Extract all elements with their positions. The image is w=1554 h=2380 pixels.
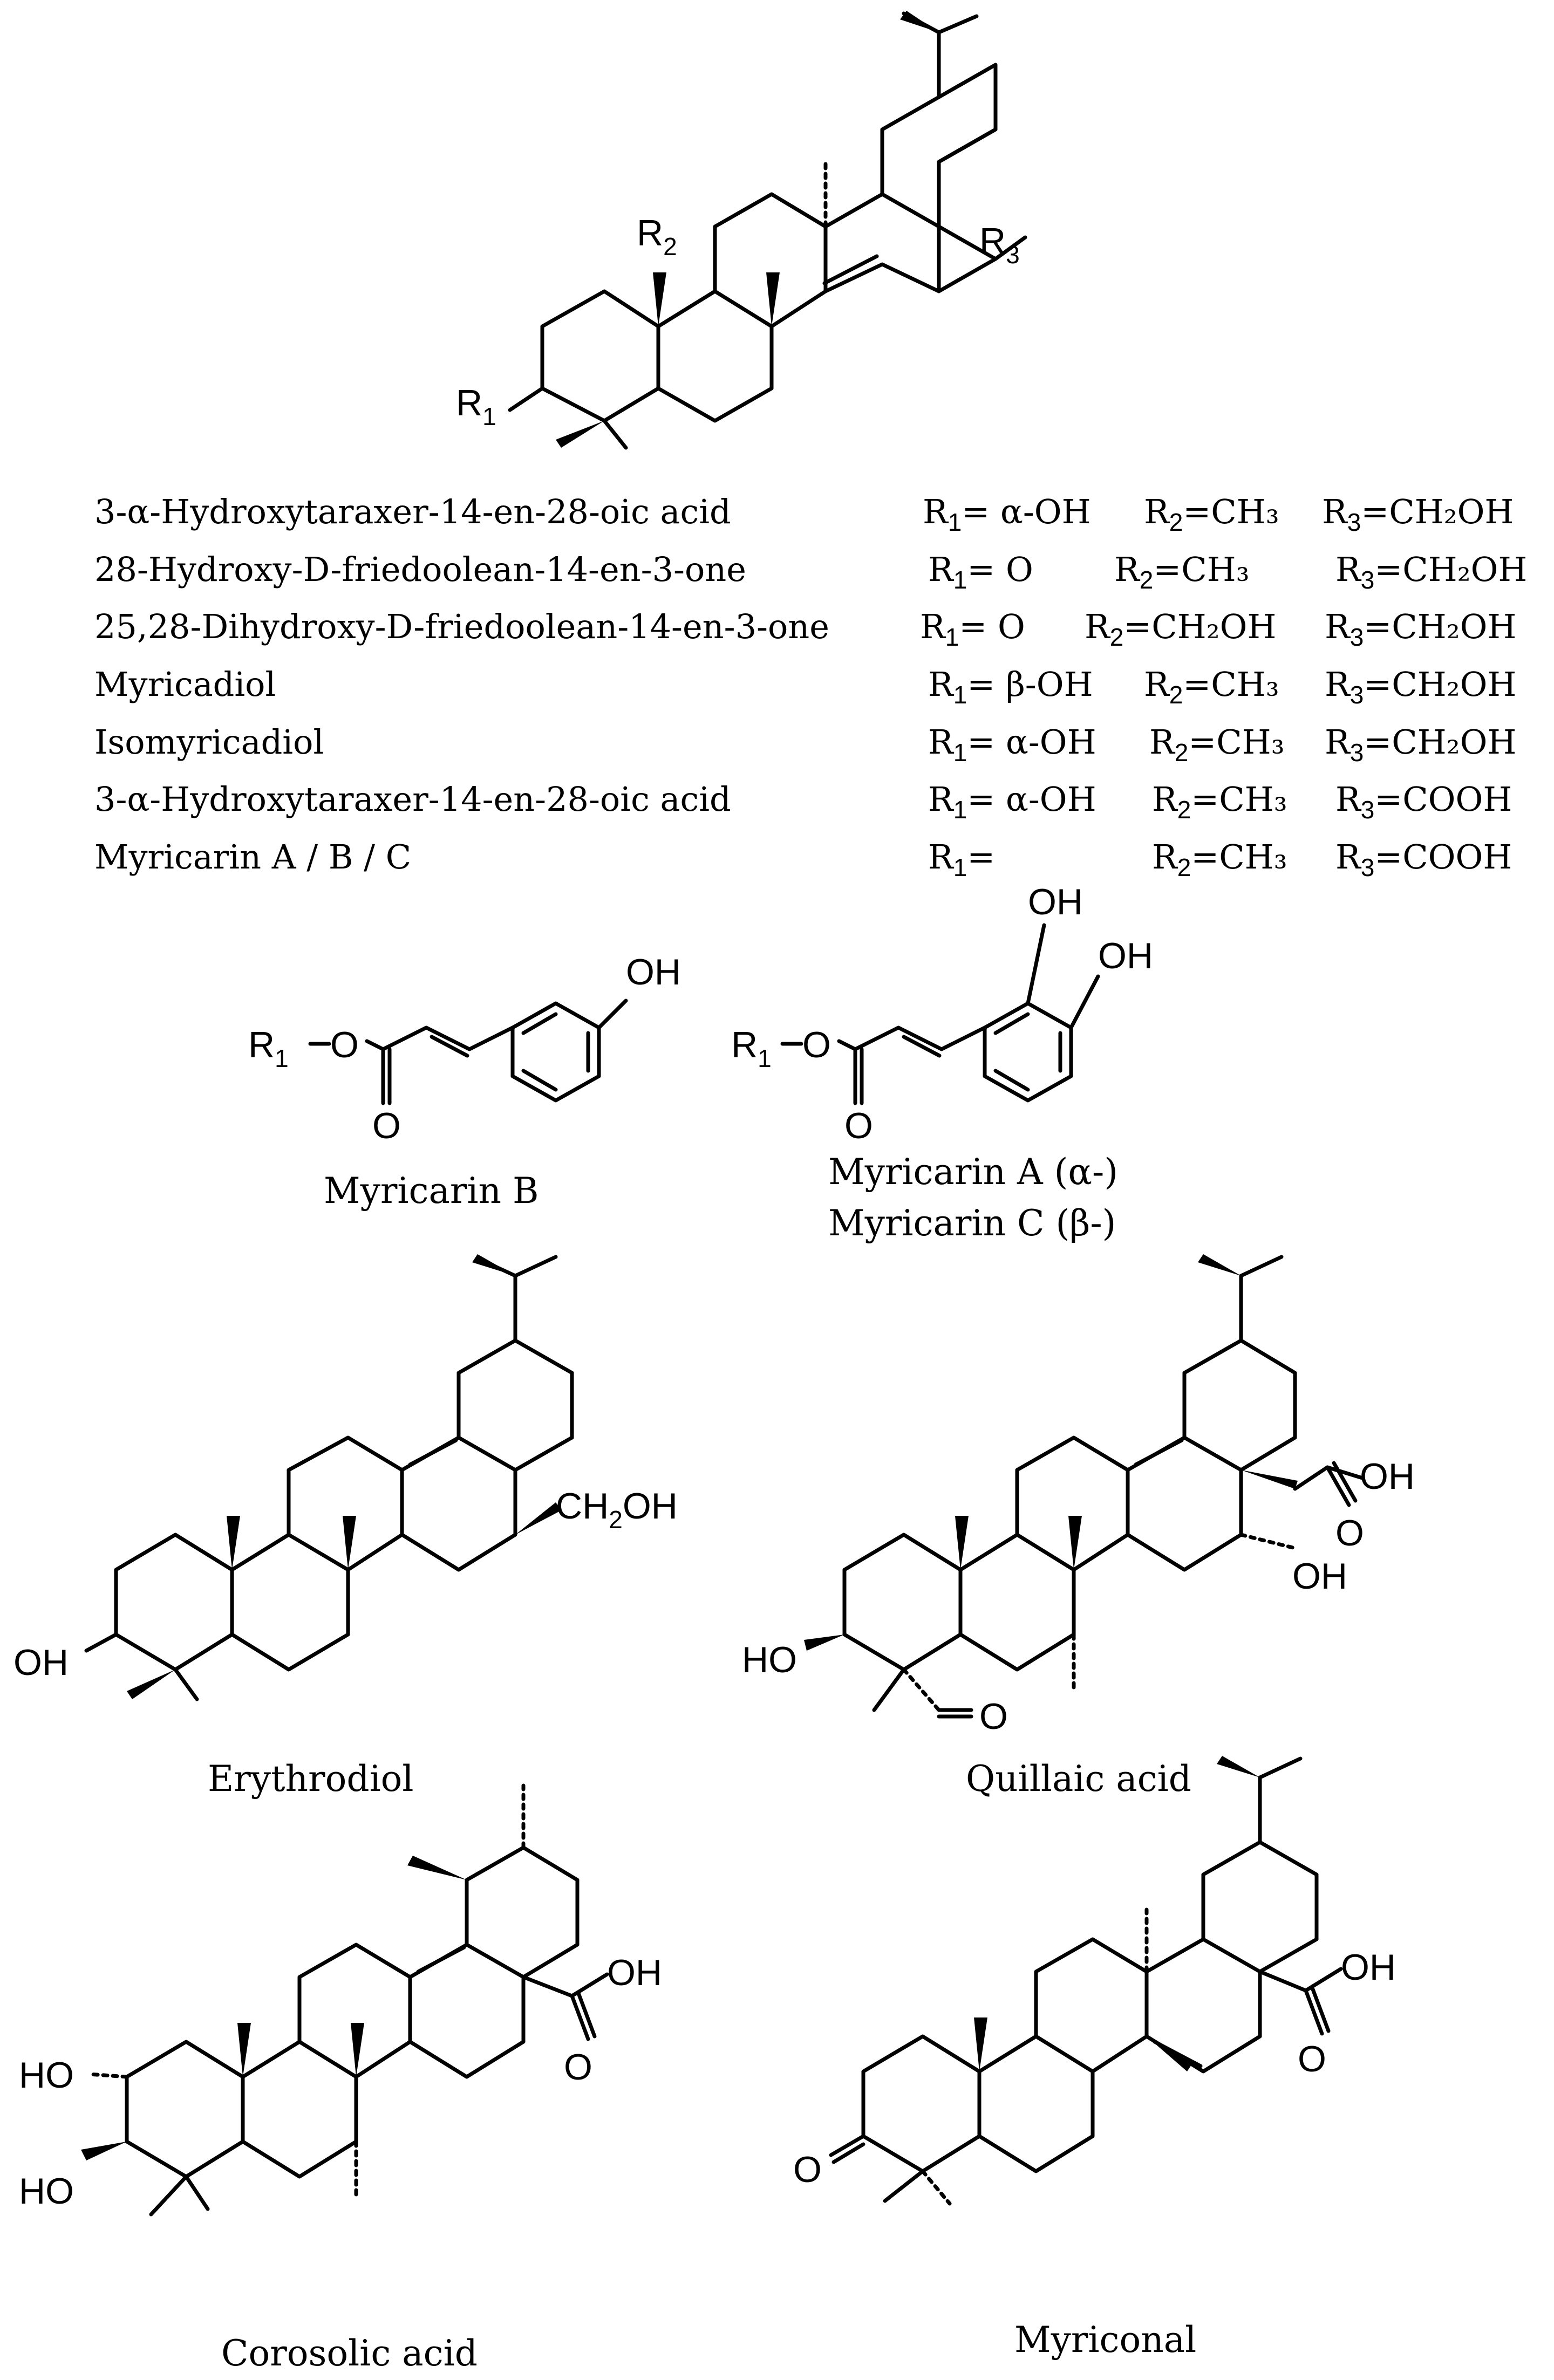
myricarin-b-r1-label: R1 — [248, 1024, 289, 1072]
r2-value: R2=CH₃ — [1149, 722, 1285, 767]
r2-value: R2=CH₂OH — [1085, 607, 1277, 651]
table-row: 3-α-Hydroxytaraxer-14-en-28-oic acid R1=… — [94, 492, 1514, 536]
myricarin-ac-r1-label: R1 — [731, 1024, 772, 1072]
compound-name: 25,28-Dihydroxy-D-friedoolean-14-en-3-on… — [94, 607, 829, 646]
caption-myriconal: Myriconal — [1014, 2319, 1196, 2361]
erythrodiol-ch2oh: CH2OH — [556, 1486, 678, 1534]
r1-value: R1= α-OH — [923, 492, 1091, 536]
compound-name: 28-Hydroxy-D-friedoolean-14-en-3-one — [94, 550, 746, 589]
table-row: 25,28-Dihydroxy-D-friedoolean-14-en-3-on… — [94, 607, 1517, 651]
r2-value: R2=CH₃ — [1152, 837, 1287, 881]
r1-label: R1 — [456, 382, 496, 430]
quillaic-cooh-oh: OH — [1360, 1456, 1415, 1497]
myricarin-b-ester-o: O — [330, 1024, 359, 1065]
table-row: Myricarin A / B / C R1= R2=CH₃ R3=COOH — [94, 837, 1512, 881]
myricarin-ac-oh-4: OH — [1098, 935, 1153, 976]
quillaic-c16-oh: OH — [1292, 1556, 1347, 1597]
table-row: Myricadiol R1= β-OH R2=CH₃ R3=CH₂OH — [94, 665, 1517, 709]
corosolic-cooh-oh: OH — [607, 1952, 662, 1993]
substituent-table: 3-α-Hydroxytaraxer-14-en-28-oic acid R1=… — [94, 492, 1528, 881]
r2-value: R2=CH₃ — [1114, 550, 1250, 594]
r3-label: R3 — [979, 221, 1020, 269]
myriconal-structure — [829, 1756, 1343, 2206]
r1-value: R1= α-OH — [928, 779, 1096, 824]
corosolic-acid-structure — [81, 1783, 609, 2217]
compound-name: Isomyricadiol — [94, 722, 324, 762]
myricarin-ac-ester-o: O — [802, 1024, 831, 1065]
table-row: Isomyricadiol R1= α-OH R2=CH₃ R3=CH₂OH — [94, 722, 1517, 767]
corosolic-ho-2: HO — [19, 2055, 74, 2096]
quillaic-cooh-o: O — [1335, 1513, 1364, 1554]
r3-value: R3=CH₂OH — [1325, 722, 1517, 767]
r3-value: R3=CH₂OH — [1325, 665, 1517, 709]
caption-myricarin-a: Myricarin A (α-) — [828, 1151, 1118, 1193]
myriconal-cooh-oh: OH — [1341, 1947, 1396, 1988]
myricarin-ac-oh-3: OH — [1028, 881, 1083, 922]
erythrodiol-structure — [84, 1254, 574, 1701]
generic-scaffold-structure — [508, 11, 1027, 450]
myricarin-ac-carbonyl-o: O — [844, 1105, 873, 1146]
r1-value: R1= O — [920, 607, 1025, 651]
r2-value: R2=CH₃ — [1152, 779, 1287, 824]
compound-name: 3-α-Hydroxytaraxer-14-en-28-oic acid — [94, 492, 731, 531]
caption-corosolic: Corosolic acid — [221, 2333, 478, 2374]
caption-myricarin-b: Myricarin B — [324, 1170, 539, 1212]
myricarin-b-oh: OH — [626, 952, 681, 993]
caption-myricarin-c: Myricarin C (β-) — [828, 1202, 1116, 1244]
compound-name: 3-α-Hydroxytaraxer-14-en-28-oic acid — [94, 779, 731, 819]
r1-value: R1= α-OH — [928, 722, 1096, 767]
quillaic-acid-structure — [804, 1254, 1365, 1719]
caption-quillaic: Quillaic acid — [966, 1758, 1191, 1800]
quillaic-aldehyde-o: O — [979, 1696, 1008, 1737]
compound-name: Myricadiol — [94, 665, 276, 704]
r3-value: R3=CH₂OH — [1325, 607, 1517, 651]
r1-value: R1= O — [928, 550, 1033, 594]
r1-value: R1= β-OH — [928, 665, 1093, 709]
myriconal-cooh-o: O — [1298, 2039, 1326, 2080]
table-row: 3-α-Hydroxytaraxer-14-en-28-oic acid R1=… — [94, 779, 1512, 824]
erythrodiol-oh: OH — [13, 1642, 69, 1683]
myricarin-b-carbonyl-o: O — [372, 1105, 401, 1146]
r1-value: R1= — [928, 837, 995, 881]
r3-value: R3=COOH — [1335, 837, 1512, 881]
r2-label: R2 — [637, 213, 677, 261]
r3-value: R3=COOH — [1335, 779, 1512, 824]
myriconal-ketone-o: O — [793, 2149, 822, 2190]
r3-value: R3=CH₂OH — [1335, 550, 1528, 594]
r3-value: R3=CH₂OH — [1322, 492, 1514, 536]
myricarin-ac-structure — [780, 923, 1100, 1105]
r2-value: R2=CH₃ — [1144, 665, 1279, 709]
caption-erythrodiol: Erythrodiol — [208, 1758, 414, 1800]
table-row: 28-Hydroxy-D-friedoolean-14-en-3-one R1=… — [94, 550, 1528, 594]
r2-value: R2=CH₃ — [1144, 492, 1279, 536]
quillaic-ho: HO — [742, 1639, 797, 1680]
myricarin-b-structure — [308, 998, 628, 1105]
compound-name: Myricarin A / B / C — [94, 837, 411, 877]
corosolic-ho-3: HO — [19, 2171, 74, 2212]
corosolic-cooh-o: O — [564, 2047, 592, 2088]
